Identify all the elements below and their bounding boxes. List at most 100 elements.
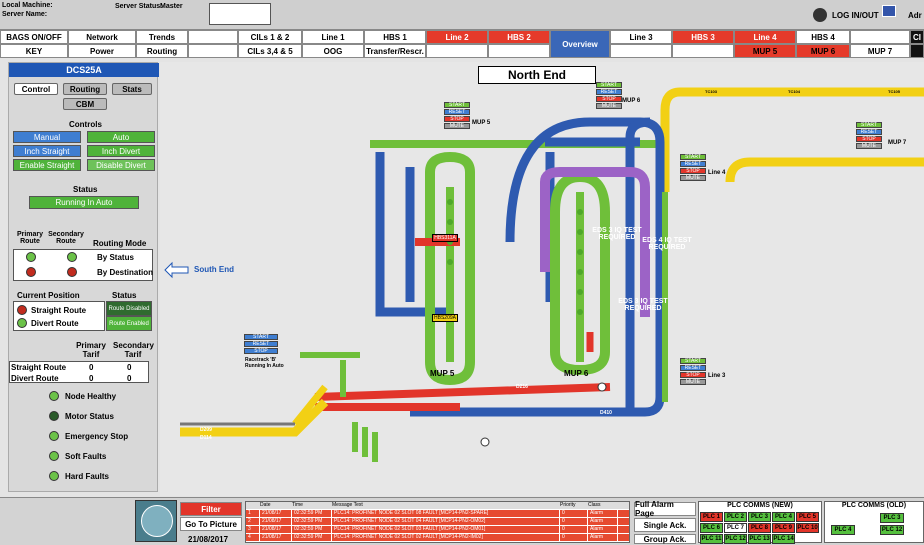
d209-label: D209 [200,427,212,433]
stop-button[interactable]: STOP [444,116,470,122]
south-end-label[interactable]: South End [194,265,234,274]
start-button[interactable]: START [596,82,622,88]
auto-button[interactable]: Auto [87,131,155,143]
tab-control[interactable]: Control [14,83,58,95]
reset-button[interactable]: RESET [856,129,882,135]
nav-overview[interactable]: Overview [550,30,610,58]
plc-old-4: PLC 4 [831,525,855,535]
stop-button[interactable]: STOP [596,96,622,102]
user-icon[interactable] [813,8,827,22]
mup7-control-box: START RESET STOP MUTE [856,122,882,150]
start-button[interactable]: START [444,102,470,108]
full-alarm-page-button[interactable]: Full Alarm Page [634,500,696,518]
nav-mup-6[interactable]: MUP 6 [796,44,850,58]
log-in-out-button[interactable]: LOG IN/OUT [832,11,879,20]
nav-ci[interactable]: CI [910,30,924,44]
tab-cbm[interactable]: CBM [63,98,107,110]
mup6-label: MUP 6 [564,369,589,378]
tab-stats[interactable]: Stats [112,83,152,95]
stop-button[interactable]: STOP [680,372,706,378]
nav-hbs-4[interactable]: HBS 4 [796,30,850,44]
mute-button[interactable]: MUTE [444,123,470,129]
alarm-class: Alarm [588,518,618,525]
emergency-stop-label: Emergency Stop [65,432,129,441]
go-to-picture-button[interactable]: Go To Picture [180,517,242,531]
disable-divert-button[interactable]: Disable Divert [87,159,155,171]
inch-straight-button[interactable]: Inch Straight [13,145,81,157]
plc-old-12: PLC 12 [880,525,904,535]
enable-straight-button[interactable]: Enable Straight [13,159,81,171]
tarif-divert-secondary: 0 [127,374,132,383]
nav-oog[interactable]: OOG [302,44,364,58]
nav-hbs-2[interactable]: HBS 2 [488,30,550,44]
divert-route-label: Divert Route [31,319,79,328]
mute-button[interactable]: MUTE [856,143,882,149]
north-end-label: North End [478,66,596,84]
nav-transfer-rescr[interactable]: Transfer/Rescr. [364,44,426,58]
nav-line-4[interactable]: Line 4 [734,30,796,44]
reset-button[interactable]: RESET [596,89,622,95]
nav-cils-1-2[interactable]: CILs 1 & 2 [238,30,302,44]
alarm-header-row: Date Time Message Text Priority Class [246,502,629,509]
mup7-label: MUP 7 [888,140,907,146]
nav-blank-8[interactable] [910,44,924,58]
start-button[interactable]: START [856,122,882,128]
start-button[interactable]: START [680,154,706,160]
reset-button[interactable]: RESET [444,109,470,115]
reset-button[interactable]: RESET [244,341,278,347]
hbs311a-box[interactable]: HBS311A [432,234,458,242]
nav-routing[interactable]: Routing [136,44,188,58]
nav-blank-6[interactable] [610,44,672,58]
nav-blank-2[interactable] [850,30,910,44]
nav-blank-7[interactable] [672,44,734,58]
start-button[interactable]: START [244,334,278,340]
nav-blank-4[interactable] [426,44,488,58]
mute-button[interactable]: MUTE [680,379,706,385]
stop-button[interactable]: STOP [856,136,882,142]
nav-key[interactable]: KEY [0,44,68,58]
nav-blank-5[interactable] [488,44,550,58]
plc-new-13: PLC 13 [748,534,771,544]
mute-button[interactable]: MUTE [680,175,706,181]
reset-button[interactable]: RESET [680,365,706,371]
inch-divert-button[interactable]: Inch Divert [87,145,155,157]
clock-widget [135,500,177,542]
nav-blank-3[interactable] [188,44,238,58]
reset-button[interactable]: RESET [680,161,706,167]
tab-routing[interactable]: Routing [63,83,107,95]
nav-hbs-1[interactable]: HBS 1 [364,30,426,44]
start-button[interactable]: START [680,358,706,364]
stop-button[interactable]: STOP [680,168,706,174]
mute-button[interactable]: MUTE [596,103,622,109]
nav-blank-1[interactable] [188,30,238,44]
hbs209a-box[interactable]: HBS209A [432,314,458,322]
nav-hbs-3[interactable]: HBS 3 [672,30,734,44]
primary-route-status-2 [26,267,36,277]
manual-button[interactable]: Manual [13,131,81,143]
nav-line-3[interactable]: Line 3 [610,30,672,44]
nav-power[interactable]: Power [68,44,136,58]
nav-line-2[interactable]: Line 2 [426,30,488,44]
nav-network[interactable]: Network [68,30,136,44]
alarm-col-number [246,502,260,509]
stop-button[interactable]: STOP [244,348,278,354]
routing-mode-by-status[interactable]: By Status [97,253,134,262]
nav-mup-5[interactable]: MUP 5 [734,44,796,58]
nav-trends[interactable]: Trends [136,30,188,44]
single-ack-button[interactable]: Single Ack. [634,518,696,532]
filter-button[interactable]: Filter [180,502,242,516]
nav-cils-3-4-5[interactable]: CILs 3,4 & 5 [238,44,302,58]
alarm-date: 21/08/17 [260,534,292,541]
group-ack-button[interactable]: Group Ack. [634,534,696,544]
nav-mup-7[interactable]: MUP 7 [850,44,910,58]
nav-line-1[interactable]: Line 1 [302,30,364,44]
tarif-grid [9,361,149,383]
secondary-route-status-2 [67,267,77,277]
routing-mode-by-destination[interactable]: By Destination [97,268,154,277]
nav-bags-onoff[interactable]: BAGS ON/OFF [0,30,68,44]
